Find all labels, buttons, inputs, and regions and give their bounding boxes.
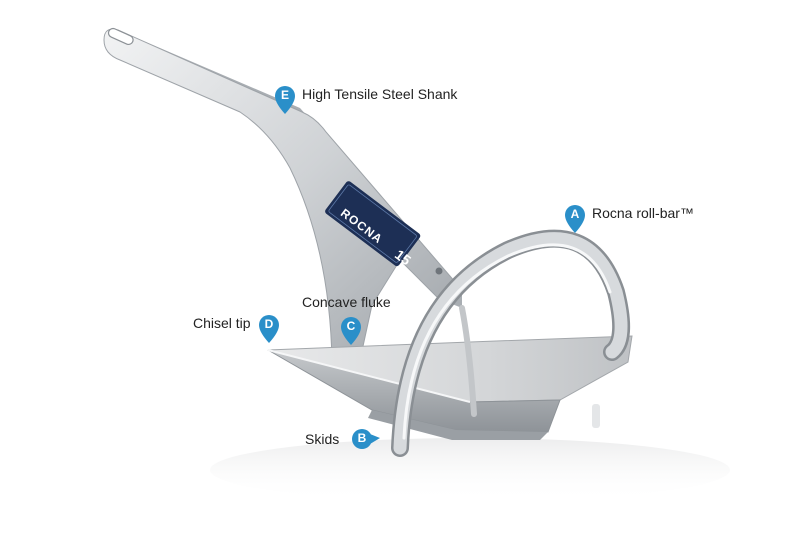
anchor-size: 15 bbox=[392, 246, 415, 269]
callout-label-c: Concave fluke bbox=[302, 294, 391, 310]
skid bbox=[368, 410, 548, 440]
roll-bar-highlight bbox=[402, 243, 612, 440]
brand-plate bbox=[325, 181, 421, 267]
shank-hole bbox=[435, 267, 443, 275]
reflection-peg bbox=[592, 404, 600, 428]
floor-shadow bbox=[210, 438, 730, 502]
shank bbox=[103, 28, 463, 363]
shackle-slot bbox=[107, 27, 134, 46]
callout-label-d: Chisel tip bbox=[193, 315, 251, 331]
callout-pin-d: D bbox=[258, 314, 280, 343]
map-pin-icon bbox=[275, 86, 295, 114]
callout-pin-e: E bbox=[274, 85, 296, 114]
roll-bar bbox=[393, 232, 628, 455]
callout-pin-c: C bbox=[340, 316, 362, 345]
roll-bar-leg bbox=[459, 305, 477, 417]
map-pin-icon bbox=[565, 205, 585, 233]
callout-label-b: Skids bbox=[305, 431, 340, 447]
callout-label-e: High Tensile Steel Shank bbox=[302, 86, 458, 102]
map-pin-icon bbox=[352, 429, 380, 449]
map-pin-icon bbox=[341, 317, 361, 345]
callout-pin-a: A bbox=[564, 204, 586, 233]
fluke-ridge bbox=[267, 349, 471, 403]
callout-pin-b: B bbox=[351, 428, 380, 450]
callout-label-a: Rocna roll-bar™ bbox=[592, 205, 694, 221]
map-pin-icon bbox=[259, 315, 279, 343]
